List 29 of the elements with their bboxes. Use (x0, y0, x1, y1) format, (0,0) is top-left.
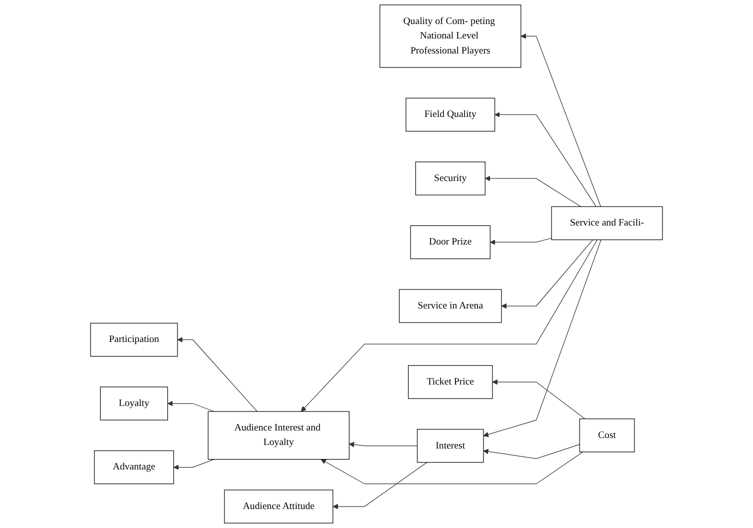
node-box: Audience Attitude (224, 490, 334, 524)
node-box: Field Quality (406, 98, 496, 132)
arrow (520, 33, 602, 207)
arrow (320, 452, 584, 484)
arrow (494, 112, 597, 207)
node-box: Audience Interest and Loyalty (208, 411, 350, 460)
node-box: Cost (579, 418, 635, 452)
node-box: Quality of Com- peting National Level Professional Players (380, 4, 522, 68)
node-box: Ticket Price (408, 365, 493, 399)
arrow (483, 444, 580, 460)
arrow (173, 459, 215, 470)
arrow (483, 239, 602, 438)
node-box: Interest (416, 428, 484, 463)
arrow (177, 337, 258, 412)
arrow (348, 442, 418, 448)
arrow (484, 176, 582, 207)
node-box: Advantage (94, 450, 174, 484)
node-box: Security (415, 162, 486, 196)
node-box: Door Prize (410, 225, 490, 260)
node-box: Participation (90, 322, 178, 357)
node-box: Service and Facili- (551, 206, 663, 240)
arrow (300, 239, 598, 412)
arrow (332, 462, 428, 510)
node-box: Loyalty (100, 386, 168, 420)
arrow (167, 400, 215, 412)
node-box: Service in Arena (398, 289, 502, 323)
arrow (492, 379, 586, 420)
arrow (501, 239, 594, 309)
arrow (490, 238, 552, 245)
